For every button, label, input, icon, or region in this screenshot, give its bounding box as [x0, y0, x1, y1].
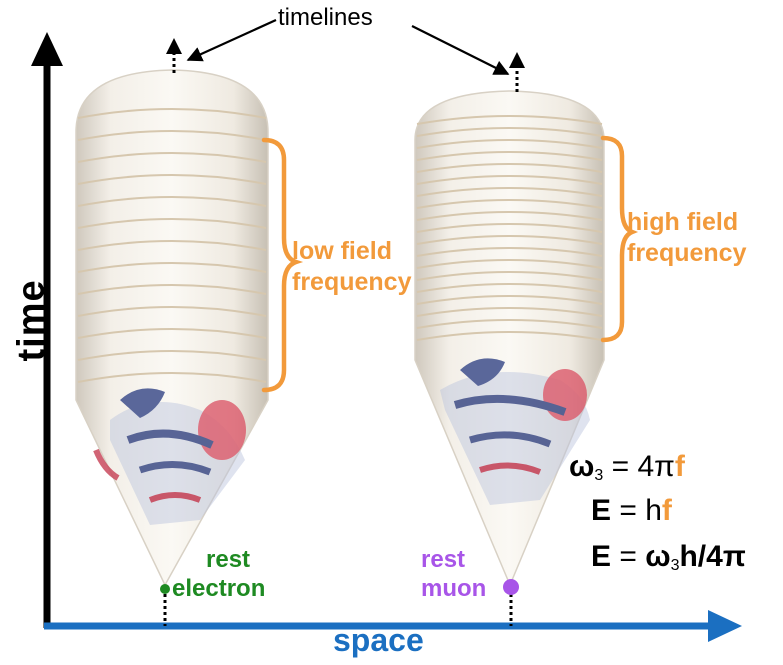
- timeline-right: [509, 52, 525, 626]
- space-axis-label: space: [333, 622, 424, 658]
- muon-dot: [503, 579, 519, 595]
- eq3-sub: 3: [670, 557, 680, 574]
- eq1-lhs: ω: [569, 450, 595, 483]
- equation-energy-omega: E = ω3h/4π: [591, 540, 746, 575]
- electron-cup-rims: [77, 108, 267, 383]
- muon-label-line2: muon: [421, 575, 487, 602]
- low-frequency-label: low field frequency: [292, 236, 411, 298]
- muon-cone-print: [440, 358, 590, 505]
- muon-label-line1: rest: [421, 546, 466, 573]
- equation-omega: ω3 = 4πf: [569, 450, 685, 485]
- eq1-sub: 3: [594, 467, 604, 484]
- muon-cone: [414, 90, 605, 587]
- timelines-pointer-left: [186, 18, 277, 62]
- electron-dot: [160, 584, 170, 594]
- high-frequency-line2: frequency: [627, 239, 747, 267]
- electron-cone: [75, 69, 269, 587]
- equation-energy-hf: E = hf: [591, 494, 672, 528]
- electron-cone-print: [93, 388, 246, 525]
- electron-label-line1: rest: [206, 546, 251, 573]
- low-frequency-line2: frequency: [292, 268, 412, 296]
- muon-label: rest muon: [421, 545, 486, 603]
- eq1-mid: = 4π: [603, 450, 675, 483]
- timeline-left: [163, 38, 182, 626]
- eq1-f: f: [674, 450, 685, 483]
- space-axis-arrowhead: [708, 610, 742, 642]
- time-axis-label: time: [10, 279, 53, 362]
- muon-cup-rims: [416, 115, 603, 341]
- eq3-rest: h/4π: [679, 540, 746, 573]
- timelines-label: timelines: [278, 4, 373, 31]
- high-frequency-label: high field frequency: [627, 207, 746, 269]
- time-axis-arrowhead: [31, 32, 63, 66]
- eq2-lhs: E: [591, 494, 612, 527]
- timelines-pointer-right: [411, 25, 510, 75]
- electron-label: rest electron: [172, 545, 265, 603]
- high-frequency-bracket: [600, 135, 639, 343]
- eq2-mid: = h: [611, 494, 662, 527]
- eq3-mid: =: [611, 540, 646, 573]
- muon-cup-stack: [414, 90, 605, 587]
- electron-label-line2: electron: [172, 575, 266, 602]
- high-frequency-line1: high field: [627, 208, 739, 236]
- eq2-f: f: [661, 494, 672, 527]
- low-frequency-bracket: [261, 137, 304, 393]
- low-frequency-line1: low field: [292, 237, 392, 265]
- eq3-omega: ω: [645, 540, 671, 573]
- eq3-lhs: E: [591, 540, 612, 573]
